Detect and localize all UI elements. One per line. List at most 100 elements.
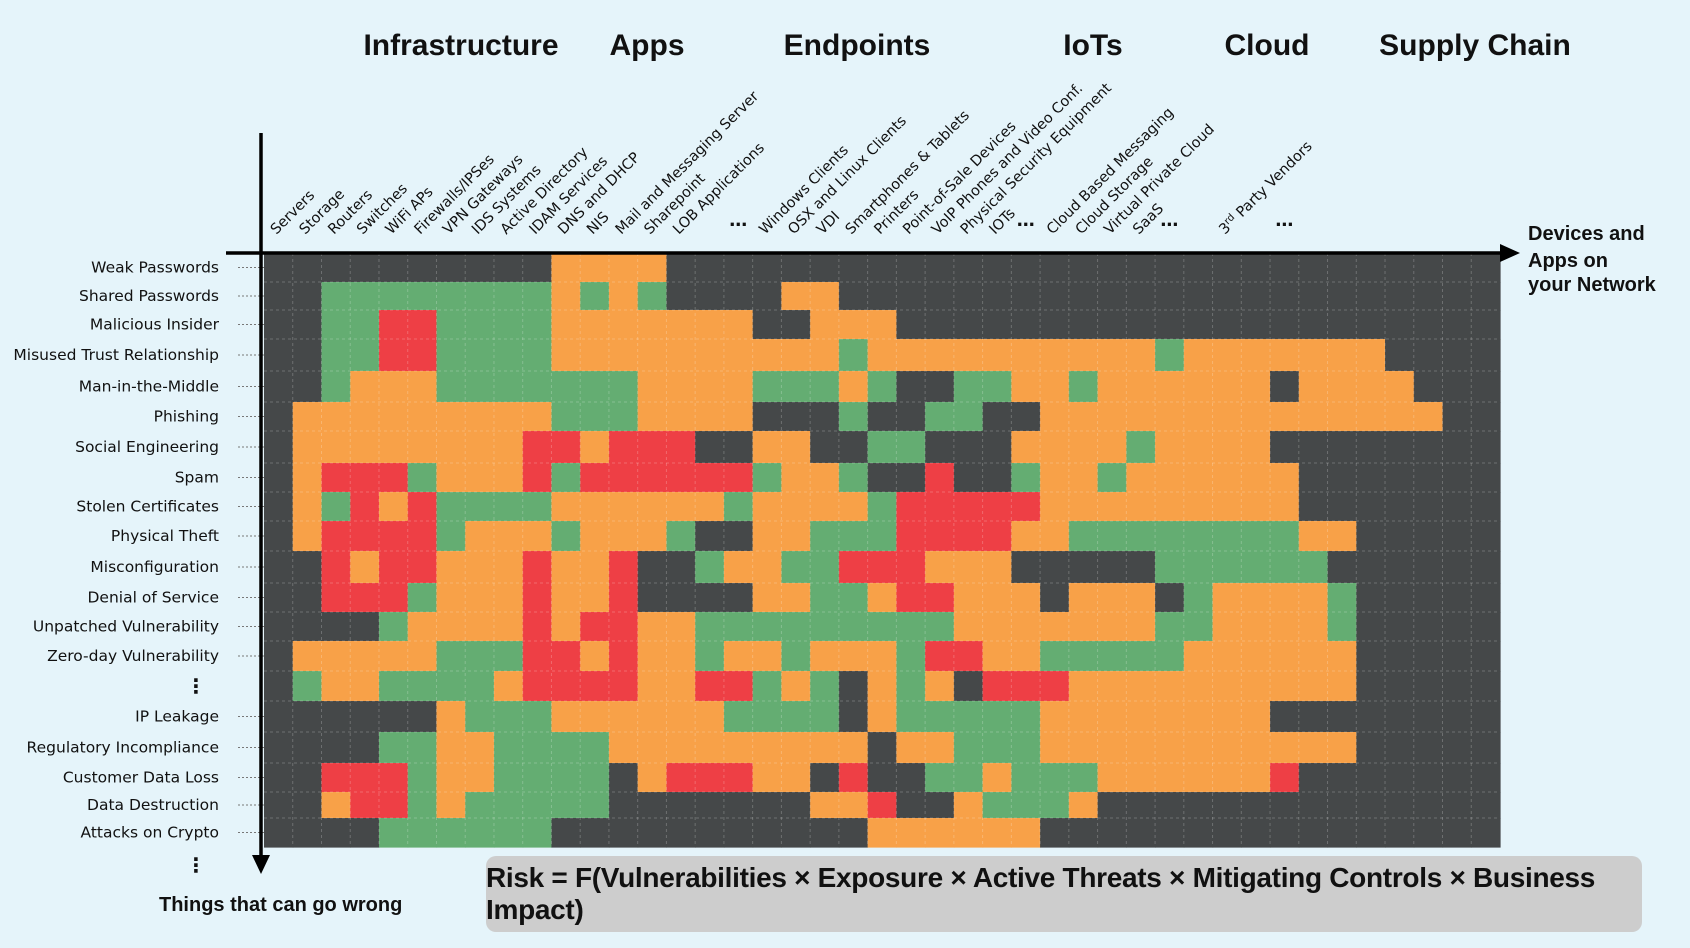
heatmap-cell: [752, 492, 782, 522]
heatmap-cell: [1126, 431, 1156, 464]
heatmap-cell: [1155, 282, 1185, 311]
heatmap-cell: [953, 521, 984, 552]
row-label: Misconfiguration: [90, 558, 219, 576]
heatmap-cell: [1212, 701, 1242, 733]
heatmap-cell: [1270, 463, 1300, 493]
heatmap-cell: [321, 492, 351, 522]
heatmap-cell: [1097, 402, 1127, 432]
heatmap-cell: [378, 763, 409, 793]
group-header: Cloud: [1225, 29, 1310, 62]
heatmap-cell: [867, 551, 897, 584]
heatmap-cell: [465, 732, 495, 764]
heatmap-cell: [264, 282, 294, 311]
heatmap-cell: [436, 371, 466, 403]
heatmap-cell: [608, 583, 639, 613]
heatmap-cell: [1126, 551, 1156, 584]
heatmap-cell: [838, 612, 869, 642]
heatmap-cell: [1212, 310, 1242, 340]
heatmap-cell: [407, 732, 438, 764]
heatmap-cell: [1327, 641, 1357, 672]
heatmap-cell: [1068, 732, 1099, 764]
heatmap-cell: [1413, 583, 1444, 613]
heatmap-cell: [1385, 641, 1415, 672]
heatmap-cell: [378, 253, 409, 283]
heatmap-cell: [1155, 612, 1185, 642]
heatmap-cell: [522, 763, 553, 793]
heatmap-cell: [1155, 339, 1185, 372]
heatmap-cell: [1212, 282, 1242, 311]
heatmap-cell: [321, 521, 351, 552]
heatmap-cell: [637, 612, 668, 642]
heatmap-cell: [867, 492, 897, 522]
heatmap-cell: [522, 463, 553, 493]
heatmap-cell: [1413, 253, 1444, 283]
heatmap-cell: [695, 818, 725, 848]
heatmap-cell: [436, 583, 466, 613]
heatmap-cell: [1241, 818, 1271, 848]
heatmap-cell: [1011, 431, 1041, 464]
heatmap-cell: [1356, 732, 1386, 764]
heatmap-cell: [1298, 763, 1329, 793]
heatmap-cell: [1183, 339, 1214, 372]
heatmap-cell: [752, 339, 782, 372]
heatmap-cell: [896, 431, 926, 464]
y-axis-label: Things that can go wrong: [159, 894, 402, 916]
heatmap-cell: [551, 732, 581, 764]
heatmap-cell: [1356, 701, 1386, 733]
group-header: Endpoints: [784, 29, 931, 62]
heatmap-cell: [378, 402, 409, 432]
heatmap-cell: [1155, 253, 1185, 283]
heatmap-cell: [1442, 492, 1472, 522]
heatmap-cell: [1442, 402, 1472, 432]
heatmap-cell: [925, 641, 955, 672]
heatmap-cell: [436, 792, 466, 819]
heatmap-cell: [1413, 492, 1444, 522]
heatmap-cell: [608, 463, 639, 493]
heatmap-cell: [1011, 253, 1041, 283]
heatmap-cell: [1385, 732, 1415, 764]
heatmap-cell: [1155, 431, 1185, 464]
heatmap-cell: [1413, 763, 1444, 793]
heatmap-cell: [1270, 431, 1300, 464]
heatmap-cell: [695, 763, 725, 793]
heatmap-cell: [407, 792, 438, 819]
heatmap-cell: [637, 763, 668, 793]
heatmap-cell: [953, 431, 984, 464]
heatmap-cell: [1126, 763, 1156, 793]
heatmap-cell: [1442, 282, 1472, 311]
heatmap-cell: [1040, 583, 1070, 613]
heatmap-cell: [1327, 701, 1357, 733]
heatmap-cell: [1183, 402, 1214, 432]
heatmap-cell: [723, 492, 754, 522]
heatmap-cell: [522, 282, 553, 311]
heatmap-cell: [292, 521, 323, 552]
risk-formula: Risk = F(Vulnerabilities × Exposure × Ac…: [486, 862, 1596, 925]
heatmap-cell: [1097, 732, 1127, 764]
heatmap-cell: [522, 521, 553, 552]
heatmap-cell: [723, 339, 754, 372]
heatmap-cell: [580, 641, 610, 672]
heatmap-cell: [1442, 339, 1472, 372]
heatmap-cell: [1356, 402, 1386, 432]
heatmap-cell: [1356, 371, 1386, 403]
heatmap-cell: [522, 732, 553, 764]
heatmap-cell: [637, 818, 668, 848]
heatmap-cell: [925, 310, 955, 340]
heatmap-cell: [350, 818, 380, 848]
group-header: Apps: [610, 29, 685, 62]
heatmap-cell: [1270, 282, 1300, 311]
heatmap-cell: [1097, 583, 1127, 613]
heatmap-cell: [637, 792, 668, 819]
heatmap-cell: [580, 253, 610, 283]
heatmap-cell: [953, 583, 984, 613]
heatmap-cell: [1097, 521, 1127, 552]
heatmap-cell: [350, 402, 380, 432]
heatmap-cell: [666, 551, 696, 584]
heatmap-cell: [1126, 732, 1156, 764]
heatmap-cell: [953, 641, 984, 672]
heatmap-cell: [1327, 463, 1357, 493]
heatmap-cell: [1097, 763, 1127, 793]
heatmap-cell: [292, 818, 323, 848]
heatmap-cell: [953, 371, 984, 403]
heatmap-cell: [1068, 671, 1099, 702]
